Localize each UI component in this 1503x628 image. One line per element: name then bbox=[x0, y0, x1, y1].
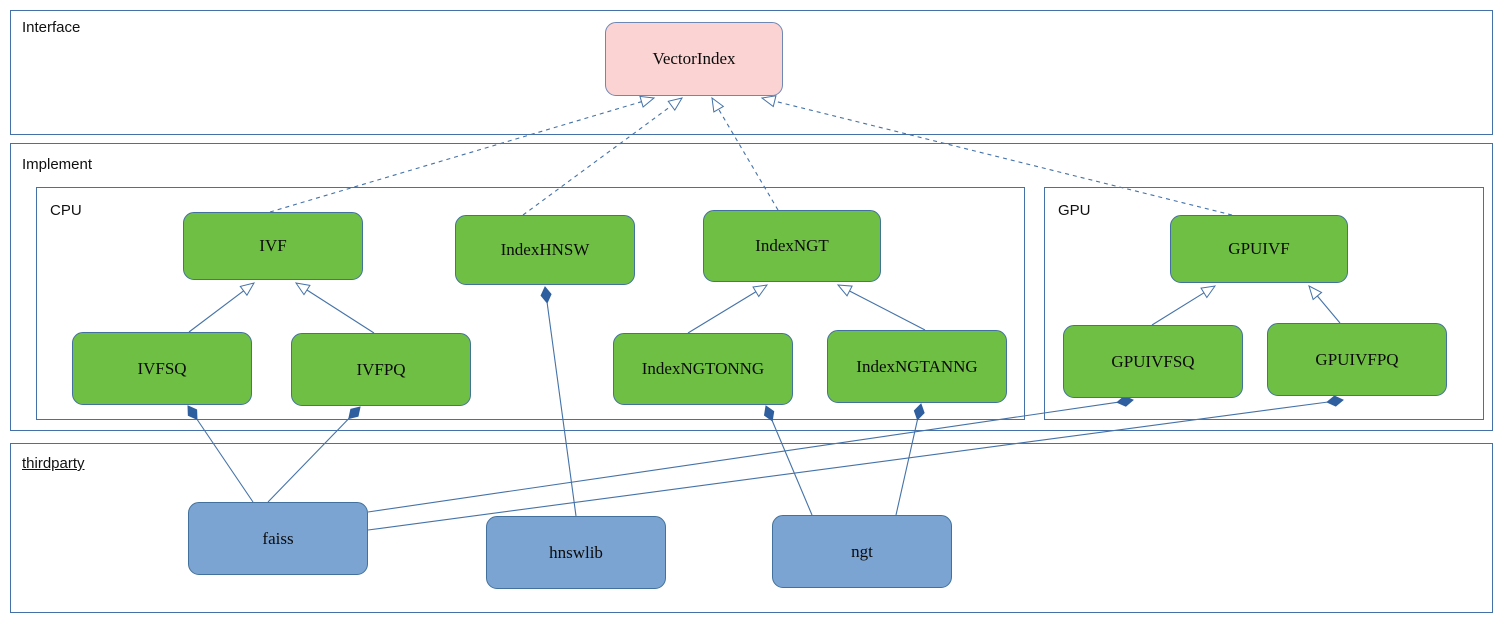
node-label-indexngtanng: IndexNGTANNG bbox=[856, 356, 978, 376]
container-label-gpu: GPU bbox=[1058, 202, 1091, 219]
node-ivf[interactable]: IVF bbox=[183, 212, 363, 280]
node-gpuivfsq[interactable]: GPUIVFSQ bbox=[1063, 325, 1243, 398]
node-indexhnsw[interactable]: IndexHNSW bbox=[455, 215, 635, 285]
node-label-gpuivfpq: GPUIVFPQ bbox=[1315, 349, 1399, 369]
node-label-gpuivfsq: GPUIVFSQ bbox=[1111, 351, 1195, 371]
container-label-thirdparty: thirdparty bbox=[22, 455, 85, 472]
node-gpuivf[interactable]: GPUIVF bbox=[1170, 215, 1348, 283]
node-label-indexngtonng: IndexNGTONNG bbox=[641, 359, 765, 378]
node-label-faiss: faiss bbox=[262, 528, 294, 548]
node-label-vectorindex: VectorIndex bbox=[652, 49, 736, 68]
node-indexngtonng[interactable]: IndexNGTONNG bbox=[613, 333, 793, 405]
container-label-interface: Interface bbox=[22, 19, 81, 36]
node-vectorindex[interactable]: VectorIndex bbox=[605, 22, 783, 96]
container-label-cpu: CPU bbox=[50, 202, 82, 219]
node-ngt[interactable]: ngt bbox=[772, 515, 952, 588]
container-label-implement: Implement bbox=[22, 156, 93, 173]
node-hnswlib[interactable]: hnswlib bbox=[486, 516, 666, 589]
node-label-indexngt: IndexNGT bbox=[755, 236, 829, 255]
node-label-ngt: ngt bbox=[851, 541, 873, 561]
node-ivfpq[interactable]: IVFPQ bbox=[291, 333, 471, 406]
node-gpuivfpq[interactable]: GPUIVFPQ bbox=[1267, 323, 1447, 396]
node-ivfsq[interactable]: IVFSQ bbox=[72, 332, 252, 405]
node-faiss[interactable]: faiss bbox=[188, 502, 368, 575]
node-label-hnswlib: hnswlib bbox=[549, 542, 603, 562]
node-label-indexhnsw: IndexHNSW bbox=[500, 240, 590, 259]
node-label-ivf: IVF bbox=[259, 236, 287, 255]
node-indexngt[interactable]: IndexNGT bbox=[703, 210, 881, 282]
node-label-gpuivf: GPUIVF bbox=[1228, 239, 1290, 258]
node-indexngtanng[interactable]: IndexNGTANNG bbox=[827, 330, 1007, 403]
node-label-ivfsq: IVFSQ bbox=[137, 358, 187, 378]
node-label-ivfpq: IVFPQ bbox=[356, 359, 406, 379]
